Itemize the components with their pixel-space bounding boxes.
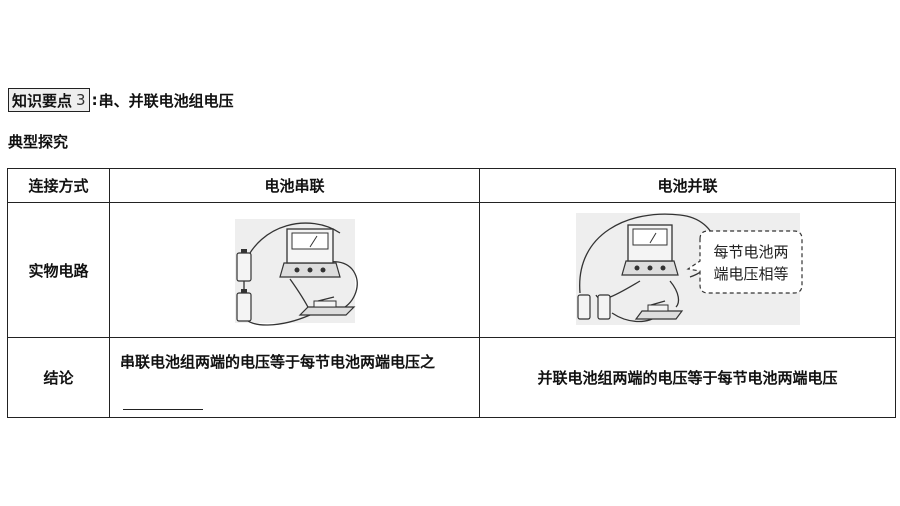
callout-bubble: 每节电池两 端电压相等 [686, 230, 803, 294]
parallel-conclusion-cell: 并联电池组两端的电压等于每节电池两端电压 [479, 337, 896, 418]
circuit-row-label: 实物电路 [7, 202, 110, 338]
series-circuit-diagram [235, 219, 358, 326]
heading-title: 串、并联电池组电压 [98, 91, 234, 110]
callout-line-2: 端电压相等 [713, 265, 788, 283]
conclusion-row: 结论 串联电池组两端的电压等于每节电池两端电压之 并联电池组两端的电压等于每节电… [7, 337, 896, 418]
switch-icon [634, 300, 684, 320]
subheading: 典型探究 [8, 133, 69, 151]
tag-number: 3 [76, 91, 86, 109]
header-row: 连接方式 电池串联 电池并联 [7, 168, 896, 203]
battery-icon [236, 249, 252, 282]
voltmeter-icon [621, 224, 679, 276]
series-conclusion-text: 串联电池组两端的电压等于每节电池两端电压之 [120, 352, 436, 371]
header-series: 电池串联 [109, 168, 480, 203]
switch-icon [298, 296, 356, 316]
battery-icon [597, 294, 611, 320]
header-connection-type: 连接方式 [7, 168, 110, 203]
voltmeter-icon [279, 228, 341, 278]
answer-blank[interactable] [123, 391, 203, 410]
battery-icon [236, 289, 252, 322]
comparison-table: 连接方式 电池串联 电池并联 实物电路 [7, 168, 896, 418]
callout-line-1: 每节电池两 [713, 243, 788, 261]
circuit-row: 实物电路 [7, 202, 896, 338]
series-conclusion-cell: 串联电池组两端的电压等于每节电池两端电压之 [109, 337, 480, 418]
parallel-circuit-diagram: 每节电池两 端电压相等 [576, 213, 803, 325]
conclusion-row-label: 结论 [7, 337, 110, 418]
header-parallel: 电池并联 [479, 168, 896, 203]
parallel-circuit-cell: 每节电池两 端电压相等 [479, 202, 896, 338]
heading-separator: : [91, 91, 98, 109]
knowledge-point-tag: 知识要点 3 [8, 88, 90, 112]
battery-icon [577, 294, 591, 320]
series-circuit-cell [109, 202, 480, 338]
section-heading: 知识要点 3 : 串、并联电池组电压 [8, 88, 234, 112]
tag-label: 知识要点 [12, 91, 73, 110]
